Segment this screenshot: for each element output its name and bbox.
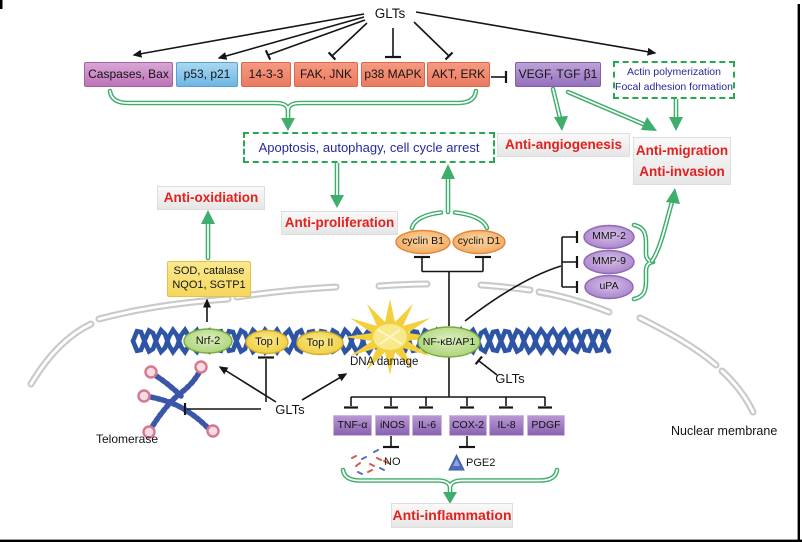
mmp2-oval: [583, 224, 635, 250]
cytokine-box-inos: iNOS: [375, 415, 410, 436]
actin-line1: Actin polymerization: [627, 66, 721, 78]
protein-ovals: [183, 224, 635, 358]
target-box-caspases-bax: Caspases, Bax: [84, 62, 173, 87]
no-molecules-icon: [351, 449, 389, 475]
telomerase-label: Telomerase: [96, 432, 159, 446]
actin-line2: Focal adhesion formation: [615, 80, 733, 93]
pge2-triangle-icon: [448, 453, 465, 471]
nrf2-label: Nrf-2: [195, 334, 221, 347]
cyclin-d1-oval: [452, 229, 506, 255]
upa-label: uPA: [599, 280, 619, 292]
cytokine-box-il6: IL-6: [412, 415, 442, 436]
upa-oval: [584, 274, 634, 300]
anti-migration-invasion-label: Anti-migration Anti-invasion: [633, 137, 731, 185]
target-box-vegf-tgfb1: VEGF, TGF β1: [515, 62, 601, 87]
mmp2-label: MMP-2: [592, 230, 626, 242]
cyclin-d1-label: cyclin D1: [457, 235, 501, 247]
target-box-p38-mapk: p38 MAPK: [361, 62, 425, 87]
target-box-p53-p21: p53, p21: [176, 62, 238, 87]
cytokine-box-pdgf: PDGF: [527, 415, 565, 436]
nrf2-oval: [183, 328, 233, 354]
target-box-14-3-3: 14-3-3: [241, 62, 291, 87]
nuclear-membrane-label: Nuclear membrane: [671, 424, 778, 438]
top2-label: Top II: [306, 336, 334, 349]
telomerase-icon: [137, 360, 220, 439]
anti-invasion-line: Anti-invasion: [639, 164, 725, 179]
cytokine-box-tnf: TNF-α: [333, 415, 372, 436]
dna-damage-starburst-icon: [344, 299, 436, 375]
target-box-akt-erk: AKT, ERK: [427, 62, 490, 87]
anti-angiogenesis-label: Anti-angiogenesis: [497, 133, 630, 157]
actin-polymerization-box: Actin polymerization Focal adhesion form…: [613, 61, 735, 99]
target-box-fak-jnk: FAK, JNK: [294, 62, 358, 87]
no-label: NO: [384, 456, 401, 468]
nfkb-label: NF-κB/AP1: [422, 335, 476, 348]
cytokine-box-cox2: COX-2: [449, 415, 487, 436]
mmp9-oval: [583, 249, 635, 275]
cytokine-box-il8: IL-8: [489, 415, 524, 436]
apoptosis-autophagy-box: Apoptosis, autophagy, cell cycle arrest: [243, 132, 495, 163]
green-outcome-arrows: [110, 89, 683, 504]
glts-top-label: GLTs: [374, 6, 406, 21]
glts-nucleus-label: GLTs: [495, 371, 525, 386]
enzymes-line2: NQO1, SGTP1: [172, 279, 246, 291]
black-signal-lines: [132, 11, 657, 449]
mmp9-label: MMP-9: [592, 255, 626, 267]
dna-damage-label: DNA damage: [350, 356, 419, 368]
top1-oval: [245, 329, 289, 355]
cyclin-b1-oval: [395, 229, 451, 255]
glts-cytoplasm-label: GLTs: [275, 402, 305, 417]
anti-inflammation-label: Anti-inflammation: [391, 503, 513, 528]
enzymes-line1: SOD, catalase: [173, 265, 245, 277]
top2-oval: [296, 330, 344, 356]
pge2-label: PGE2: [466, 457, 496, 469]
cyclin-b1-label: cyclin B1: [401, 235, 444, 247]
top1-label: Top I: [255, 335, 279, 348]
anti-proliferation-label: Anti-proliferation: [281, 211, 398, 235]
anti-migration-line: Anti-migration: [635, 143, 729, 158]
anti-oxidiation-label: Anti-oxidiation: [157, 186, 265, 210]
nfkb-oval: [417, 326, 481, 358]
antioxidant-enzymes-box: SOD, catalase NQO1, SGTP1: [167, 261, 251, 297]
